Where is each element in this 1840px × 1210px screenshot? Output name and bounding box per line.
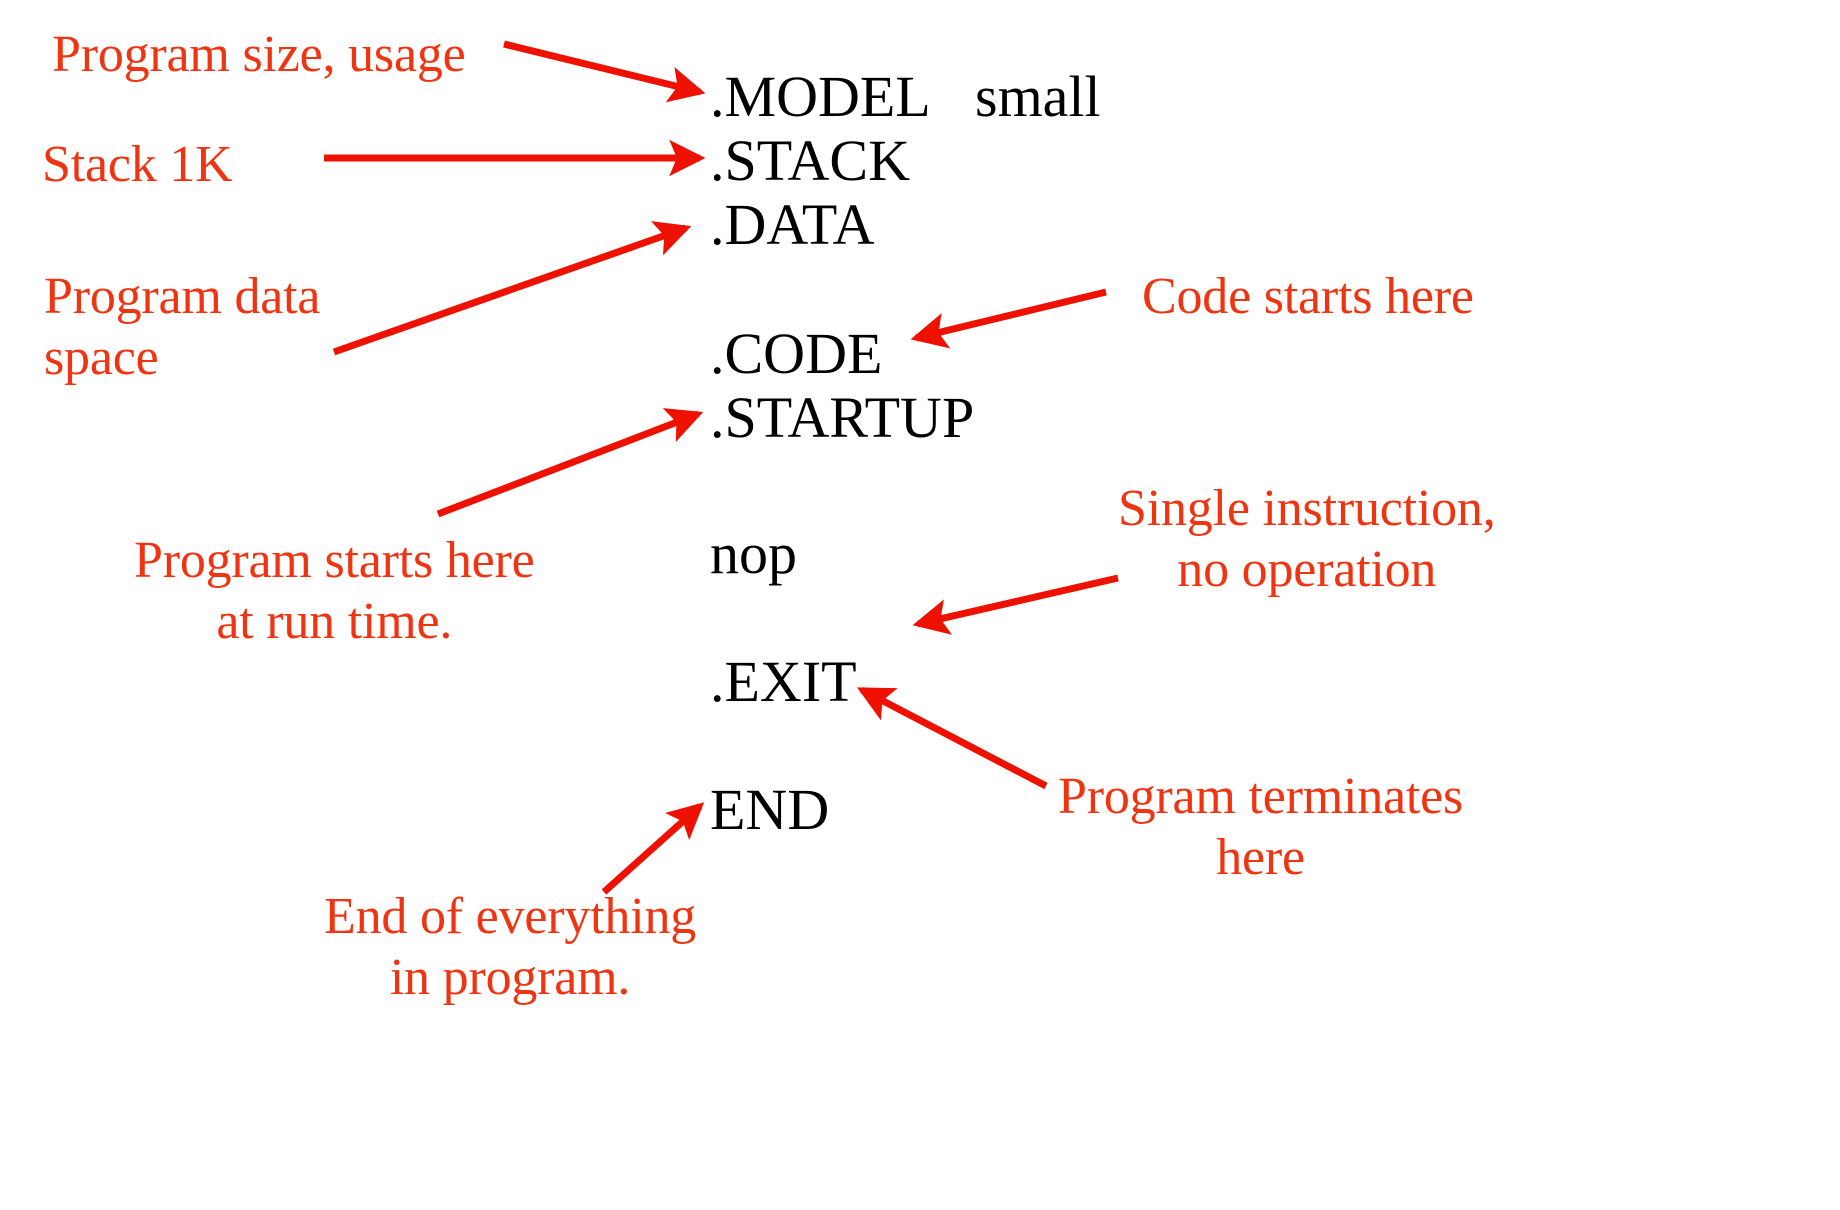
code-line-startup: .STARTUP — [710, 385, 975, 450]
annotation-stack-1k: Stack 1K — [42, 134, 233, 195]
code-line-nop: nop — [710, 521, 797, 586]
code-operand-model: small — [975, 64, 1101, 129]
annotation-line: here — [1216, 829, 1305, 887]
annotation-line: Program size, usage — [52, 26, 466, 83]
annotation-code-starts-here: Code starts here — [1142, 266, 1474, 327]
annotation-line: Program terminates — [1058, 768, 1464, 825]
annotation-program-size-usage: Program size, usage — [52, 24, 466, 85]
annotation-line: at run time. — [216, 593, 453, 651]
annotation-line: Stack 1K — [42, 136, 233, 193]
arrow-to-code — [910, 288, 1107, 349]
code-line-stack: .STACK — [710, 128, 910, 193]
arrow-to-data — [332, 221, 692, 356]
code-line-exit: .EXIT — [710, 649, 857, 714]
code-line-data: .DATA — [710, 192, 875, 257]
code-line-model: .MODEL — [710, 64, 931, 129]
annotation-line: no operation — [1177, 541, 1437, 599]
annotation-line: in program. — [389, 949, 631, 1007]
annotation-line: Single instruction, — [1118, 480, 1496, 537]
annotation-single-instruction-no-operation: Single instruction,no operation — [1118, 478, 1496, 601]
arrow-to-model — [503, 40, 706, 103]
annotation-line: Program starts here — [134, 532, 535, 589]
arrow-to-end — [601, 802, 705, 895]
arrow-to-startup — [436, 408, 704, 518]
code-line-code: .CODE — [710, 321, 883, 386]
code-line-end: END — [710, 777, 830, 842]
arrow-to-nop — [912, 574, 1119, 635]
arrow-to-exit — [857, 686, 1048, 790]
annotation-line: End of everything — [324, 888, 697, 945]
annotation-line: Program data — [44, 268, 321, 325]
annotation-line: space — [44, 329, 159, 387]
annotation-line: Code starts here — [1142, 268, 1474, 325]
